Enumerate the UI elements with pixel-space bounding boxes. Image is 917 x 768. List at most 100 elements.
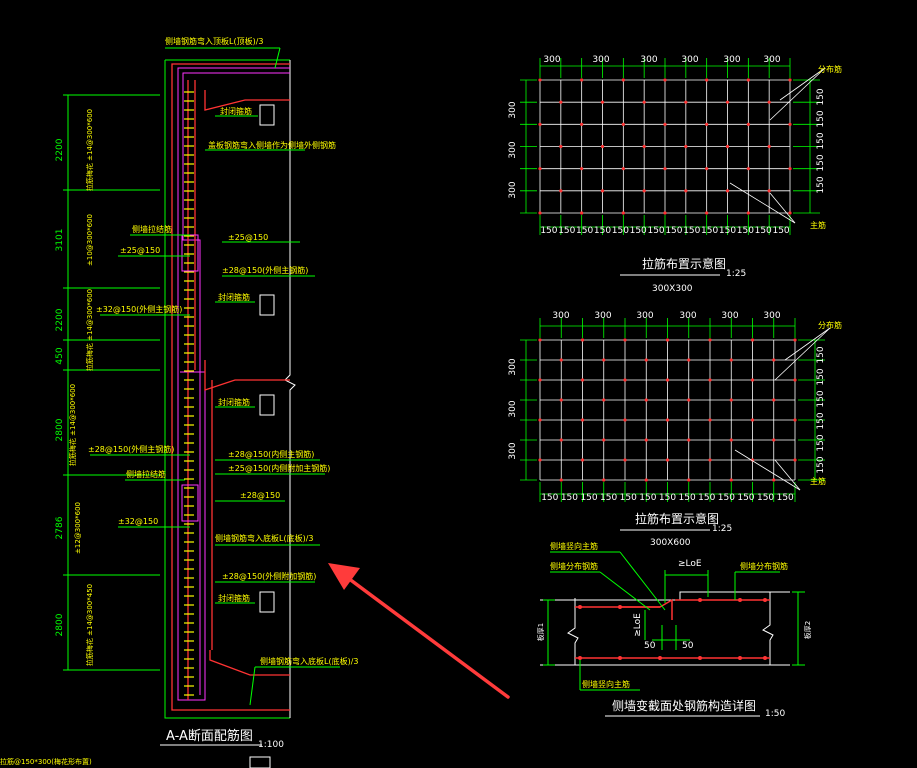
- tie-dot: [767, 100, 771, 104]
- grid-bottom-dim: 150: [698, 493, 715, 503]
- tie-dot: [642, 189, 646, 193]
- tie-dot: [767, 189, 771, 193]
- tie-dot: [621, 167, 625, 171]
- label-3: 侧墙拉结筋: [132, 224, 172, 234]
- tie-dot: [538, 418, 542, 422]
- tie-dot: [708, 458, 712, 462]
- detail-scale: 1:50: [765, 709, 785, 719]
- grid-top-top-dims: 300 300 300 300 300 300: [543, 55, 780, 65]
- label-11: ±28@150(内侧主钢筋): [228, 449, 314, 459]
- stirrup-icon-4: [259, 591, 275, 613]
- tie-dot: [725, 144, 730, 149]
- tie-dot: [538, 378, 542, 382]
- section-bottom-note: 拉筋@150*300(梅花形布置): [0, 757, 92, 766]
- grid-top-right-dims: 150 150 150 150 150: [816, 88, 826, 193]
- detail-title: 侧墙变截面处钢筋构造详图: [612, 698, 756, 713]
- dim-6: 2786: [55, 516, 65, 539]
- gt-top-4: 300: [681, 55, 698, 65]
- gt-top-3: 300: [640, 55, 657, 65]
- grid-leader-dist: [779, 67, 826, 101]
- section-scale: 1:100: [258, 740, 284, 750]
- detail-side-right: 板厚2: [803, 621, 812, 639]
- wall-rebar-outer: [171, 63, 290, 711]
- tie-dot: [665, 458, 670, 462]
- detail-dims: ≥LoE ≥LoE 50 50 板厚1 板厚2: [536, 559, 812, 651]
- detail-label-2: 侧墙分布钢筋: [550, 561, 598, 571]
- gm-top-1: 300: [552, 311, 569, 321]
- tie-dot: [663, 78, 667, 82]
- label-14: ±28@150: [240, 491, 280, 500]
- grid-bottom-dim: 150: [665, 226, 682, 236]
- grid-bottom-dim: 150: [719, 226, 736, 236]
- tie-dot: [602, 438, 606, 442]
- dim-note-2: ±10@300*600: [86, 214, 94, 266]
- grid-bottom-dim: 150: [540, 226, 557, 236]
- stirrup-icon-3: [259, 394, 275, 416]
- tie-dot: [793, 458, 797, 462]
- tie-dot: [788, 78, 792, 82]
- tie-dot: [729, 358, 733, 362]
- bottom-box: [249, 756, 271, 768]
- grid-bottom-dim: 150: [630, 226, 647, 236]
- tie-dot: [750, 418, 755, 422]
- wall-rebar-inner3: [209, 650, 290, 676]
- gt-label-main: 主筋: [810, 220, 826, 230]
- gm-top-4: 300: [679, 311, 696, 321]
- dim-3: 2200: [55, 308, 65, 331]
- tie-dot: [559, 438, 563, 442]
- section-dim-notes: 拉筋梅花 ±14@300*600 ±10@300*600 拉筋梅花 ±14@30…: [68, 109, 94, 666]
- section-outline-green: [164, 60, 290, 719]
- label-4: ±25@150: [228, 233, 268, 242]
- tie-dot: [788, 122, 792, 126]
- tie-dot: [708, 378, 712, 382]
- gm-left-2: 300: [508, 400, 518, 417]
- tie-dot: [746, 78, 750, 82]
- dim-5: 2800: [55, 418, 65, 441]
- tie-dot: [729, 398, 733, 402]
- gt-left-2: 300: [508, 141, 518, 158]
- tie-dot: [580, 78, 584, 82]
- gm-right-5: 150: [816, 434, 826, 451]
- section-leaders: [90, 47, 340, 706]
- tie-dot: [750, 338, 755, 342]
- tie-dot: [793, 418, 797, 422]
- gt-subtitle: 300X300: [652, 284, 693, 294]
- tie-dot: [767, 144, 771, 149]
- dim-note-3: 拉筋梅花 ±14@300*600: [85, 289, 94, 371]
- tie-dot: [600, 100, 605, 104]
- tie-dot: [687, 478, 691, 482]
- tie-dot: [705, 211, 709, 215]
- detail-break-right: [762, 592, 774, 665]
- section-dim-chain: [63, 94, 160, 671]
- grid-bottom-dim: 150: [580, 493, 597, 503]
- tie-dot: [538, 122, 542, 126]
- wall-inner-magenta: [182, 72, 290, 695]
- tie-dot: [687, 398, 691, 402]
- gt-top-5: 300: [723, 55, 740, 65]
- tie-dot: [559, 100, 563, 104]
- gt-top-2: 300: [592, 55, 609, 65]
- tie-dot: [750, 378, 755, 382]
- grid-top-lines: [520, 58, 826, 235]
- tie-dot: [559, 189, 563, 193]
- gm-scale: 1:25: [712, 524, 732, 534]
- grid-bottom-dim: 150: [718, 493, 735, 503]
- gm-left-3: 300: [508, 442, 518, 459]
- grid-bottom-dim: 150: [594, 226, 611, 236]
- tie-dot: [687, 358, 691, 362]
- tie-dot: [538, 458, 542, 462]
- tie-dot: [642, 144, 646, 149]
- tie-dot: [580, 167, 584, 171]
- detail-side-left: 板厚1: [536, 623, 545, 641]
- tie-dot: [559, 358, 563, 362]
- tie-dot: [580, 211, 584, 215]
- grid-bottom-dim: 150: [639, 493, 656, 503]
- tie-dot: [725, 100, 730, 104]
- tie-dot: [623, 378, 627, 382]
- grid-bottom-dim: 150: [620, 493, 637, 503]
- tie-dot: [602, 398, 606, 402]
- dim-4: 450: [55, 347, 65, 364]
- label-16: ±28@150(外侧附加钢筋): [222, 571, 316, 581]
- grid-bottom-dim: 150: [755, 226, 772, 236]
